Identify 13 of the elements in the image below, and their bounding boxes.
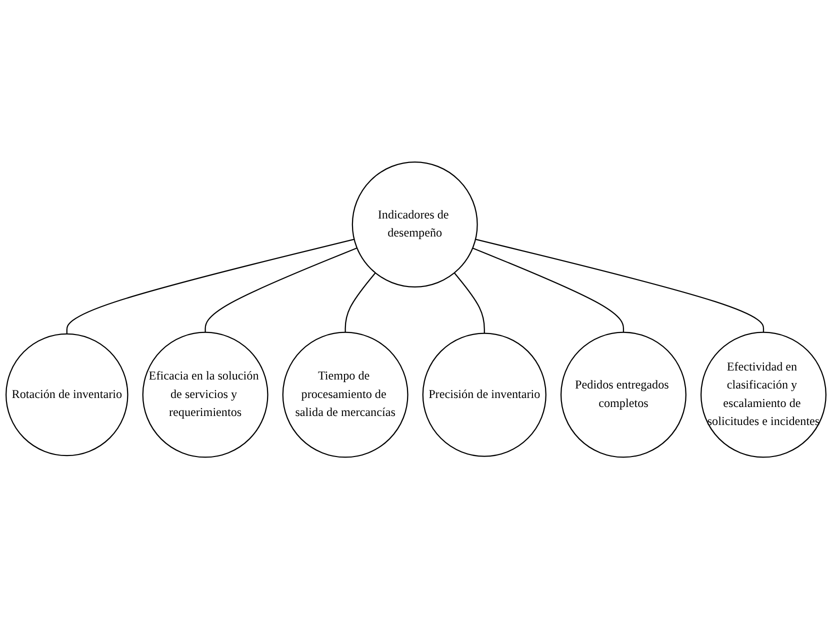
connector: [66, 239, 354, 334]
node-circle: Eficacia en la solución de servicios y requerimientos: [142, 332, 268, 458]
node-circle: Pedidos entregados completos: [560, 332, 686, 458]
node-circle: Efectividad en clasificación y escalamiento de solicitudes e incidentes: [700, 332, 826, 458]
node-circle: Precisión de inventario: [422, 333, 546, 458]
connector: [472, 248, 624, 333]
node-circle: Indicadores de desempeño: [352, 162, 478, 288]
connector: [344, 272, 376, 333]
connector: [204, 248, 358, 333]
node-circle: Tiempo de procesamiento de salida de mercancías: [282, 332, 408, 458]
node-circle: Rotación de inventario: [6, 334, 128, 457]
connector: [454, 272, 485, 334]
connector: [475, 239, 764, 333]
